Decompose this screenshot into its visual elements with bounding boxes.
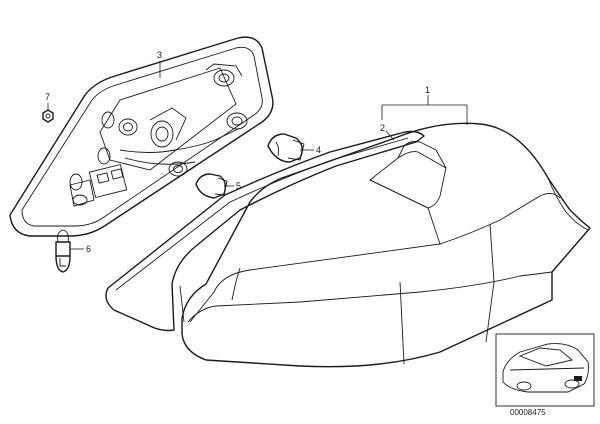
callout-7: 7 xyxy=(45,92,50,102)
callout-6: 6 xyxy=(86,244,91,254)
connector-block xyxy=(69,163,128,207)
diagram-code: 00008475 xyxy=(510,408,546,417)
carrier-socket-lower xyxy=(168,161,188,177)
carrier-socket-upper xyxy=(205,63,243,87)
callout-5: 5 xyxy=(236,181,241,191)
callout-labels: 1 2 3 4 5 6 7 xyxy=(45,50,430,254)
highlighted-tail-light-icon xyxy=(574,376,582,381)
callout-1: 1 xyxy=(425,85,430,95)
nut[interactable] xyxy=(42,109,54,123)
callout-2: 2 xyxy=(380,123,385,133)
bulb-large[interactable] xyxy=(267,133,305,163)
callout-4: 4 xyxy=(316,145,321,155)
bulb-small[interactable] xyxy=(195,173,228,199)
gasket[interactable] xyxy=(105,130,425,332)
bulb-wedge[interactable] xyxy=(55,229,71,273)
bulb-carrier[interactable] xyxy=(9,36,274,237)
leader-lines xyxy=(47,61,468,250)
carrier-socket-reflector xyxy=(149,107,187,148)
carrier-small-bulbs xyxy=(69,111,115,191)
callout-3: 3 xyxy=(157,50,162,60)
wiring-harness xyxy=(119,127,241,165)
car-silhouette-icon xyxy=(502,343,589,393)
tail-light-lens[interactable] xyxy=(181,122,591,368)
carrier-socket-left xyxy=(118,118,138,136)
car-location-inset: 00008475 xyxy=(495,333,595,417)
